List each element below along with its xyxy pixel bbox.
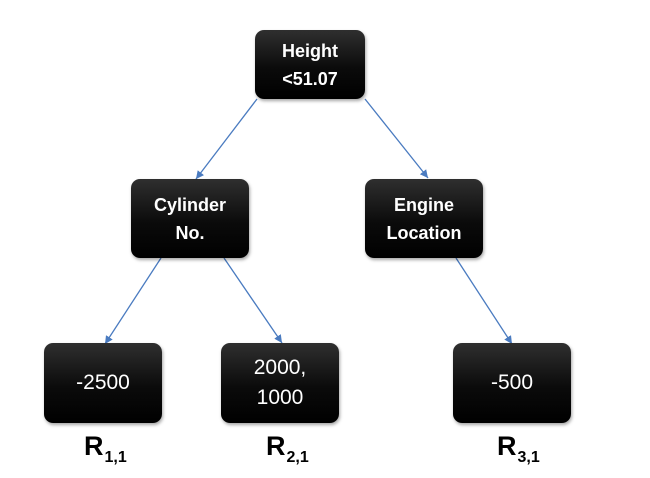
leaf-2-value-line-1: 2000,: [253, 356, 307, 379]
root-node-line-2: <51.07: [282, 68, 338, 89]
edge-cylinder-to-leaf2: [223, 257, 283, 344]
region-label-r31-sub: 3,1: [517, 449, 540, 466]
edge-root-to-engine: [364, 98, 429, 179]
region-label-r21: R2,1: [266, 431, 309, 466]
region-label-r31-main: R: [497, 431, 517, 461]
region-label-r11-main: R: [84, 431, 104, 461]
edge-cylinder-to-leaf1: [104, 257, 162, 345]
region-label-r21-sub: 2,1: [286, 449, 309, 466]
edge-engine-to-leaf3: [455, 257, 513, 345]
leaf-node-2: 2000, 1000: [221, 343, 339, 423]
cylinder-node-line-2: No.: [175, 222, 205, 243]
region-label-r11: R1,1: [84, 431, 127, 466]
leaf-2-value-line-2: 1000: [256, 386, 304, 409]
node-cylinder-no: Cylinder No.: [131, 179, 249, 258]
leaf-node-1: -2500: [44, 343, 162, 423]
region-label-r21-main: R: [266, 431, 286, 461]
region-label-r31: R3,1: [497, 431, 540, 466]
leaf-3-value: -500: [490, 371, 534, 394]
edge-root-to-cylinder: [195, 98, 258, 180]
root-node-height: Height <51.07: [255, 30, 365, 99]
cylinder-node-line-1: Cylinder: [153, 194, 227, 215]
node-engine-location: Engine Location: [365, 179, 483, 258]
leaf-1-value: -2500: [76, 371, 130, 394]
engine-node-line-1: Engine: [393, 194, 454, 215]
engine-node-line-2: Location: [386, 222, 462, 243]
region-label-r11-sub: 1,1: [104, 449, 127, 466]
root-node-line-1: Height: [282, 40, 338, 61]
leaf-node-3: -500: [453, 343, 571, 423]
